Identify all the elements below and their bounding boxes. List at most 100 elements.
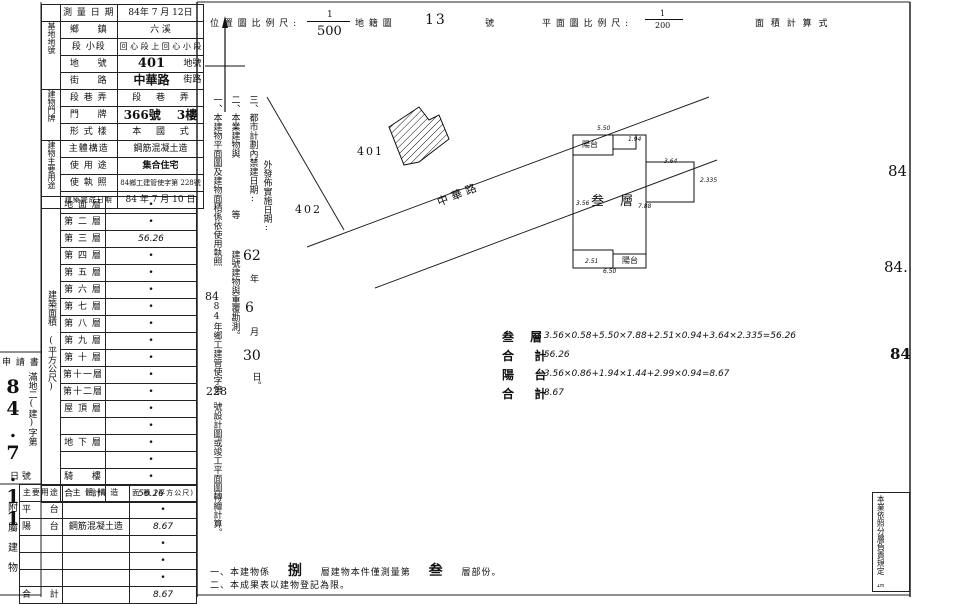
floor-area: • — [105, 349, 197, 367]
floor-area: 56.26 — [105, 230, 197, 248]
attach-area: • — [129, 535, 197, 553]
attach-use: 平 台 — [19, 501, 63, 519]
floor-label: 第 十 層 — [59, 349, 107, 367]
calc-line3-formula: : 3.56×0.86+1.94×1.44+2.99×0.94=8.67 — [538, 369, 730, 379]
dimension-label: 5.50 — [597, 125, 611, 132]
ban-date-year-unit: 年 — [250, 275, 260, 285]
table-row: 形 式 樣 本 國 式 — [42, 123, 205, 141]
map-sheet-suffix: 號 — [485, 19, 495, 29]
table-row: 平 台 • — [19, 501, 197, 519]
attach-area: 8.67 — [129, 518, 197, 536]
total-floors: 捌 — [287, 563, 303, 579]
plan-scale-num: 1 — [660, 9, 666, 18]
dimension-label: 6.50 — [603, 268, 617, 275]
table-row: • — [42, 417, 197, 435]
dimension-label: 1.94 — [628, 136, 642, 143]
building-footprint — [388, 106, 450, 166]
license-number: 84 — [205, 290, 219, 303]
dimension-label: 7.88 — [638, 203, 652, 210]
attach-structure — [61, 552, 131, 570]
col-header: 主要用途 — [19, 484, 63, 502]
row-label: 地 號 — [60, 55, 118, 73]
area-formula-label: 面 積 計 算 式 — [755, 19, 830, 29]
row-label: 使 用 途 — [60, 157, 118, 175]
usage: 集合住宅 — [116, 157, 205, 175]
table-row: 第 八 層• — [42, 315, 197, 333]
surveyed-floor: 叁 — [428, 563, 444, 579]
row-label: 鄉 鎮 — [60, 21, 118, 39]
floor-label — [59, 451, 107, 469]
section: 回 心 段 上 回 心 小 段 — [116, 38, 205, 56]
floor-area: • — [105, 468, 197, 486]
table-row: • — [42, 451, 197, 469]
group-label-land: 基地地號 — [41, 21, 61, 90]
street: 中華路 — [133, 73, 170, 88]
north-arrow-icon — [222, 16, 228, 28]
note-3: 三、都市計劃內禁建日期: — [247, 95, 258, 204]
row-label: 形 式 樣 — [60, 123, 118, 141]
floor-area: • — [105, 281, 197, 299]
group-label-misc: 建物主要用途 — [41, 140, 61, 209]
balcony-bottom-label: 陽台 — [622, 256, 638, 265]
attach-area: • — [129, 501, 197, 519]
footer-note-1-c: 層部份。 — [461, 568, 502, 578]
group-label-bldg: 建物門牌 — [41, 89, 61, 141]
plan-scale-label: 平 面 圖 比 例 尺 : — [542, 19, 630, 29]
road-edge-line — [306, 96, 710, 248]
table-row: 地 號 401 地號 — [42, 55, 205, 73]
row-label: 測 量 日 期 — [60, 4, 118, 22]
table-row: 基地地號 鄉 鎮 六 溪 — [41, 21, 205, 90]
note-2b: 等 — [229, 210, 240, 219]
attach-structure — [61, 501, 131, 519]
table-row: 測 量 日 期 84年 7 月 12日 — [41, 4, 205, 22]
plan-scale-den: 200 — [655, 21, 671, 30]
floor-area: • — [105, 451, 197, 469]
edge-mark: 84 — [888, 162, 908, 180]
table-row: • — [19, 535, 197, 553]
floor-area: • — [105, 298, 197, 316]
table-row: 門 牌 366號 3樓 — [42, 106, 205, 124]
calc-line2-formula: : 56.26 — [538, 350, 570, 360]
table-row: 第 五 層• — [42, 264, 197, 282]
floor-area: • — [105, 434, 197, 452]
location-scale-num: 1 — [327, 10, 333, 20]
table-row: 第 九 層• — [42, 332, 197, 350]
fraction-bar — [307, 21, 350, 22]
col-header: 面 積 (平方公尺) — [129, 484, 197, 502]
calc-line4-formula: : 8.67 — [538, 388, 564, 398]
note-1: 一、本建物平面圖及建物面積係依使用執照 — [211, 95, 222, 266]
calc-line3-label: 陽 台 — [502, 368, 547, 382]
map-sheet-no: 13 — [425, 12, 447, 28]
attach-area: • — [129, 552, 197, 570]
table-row: 第十一層• — [42, 366, 197, 384]
table-row: 第 七 層• — [42, 298, 197, 316]
row-label: 主體構造 — [60, 140, 118, 158]
attach-structure: 鋼筋混凝土造 — [61, 518, 131, 536]
table-row: • — [19, 552, 197, 570]
floor-area: • — [105, 264, 197, 282]
ban-date-month: 6 — [245, 300, 254, 316]
street-suffix: 街路 — [183, 75, 202, 85]
table-row: 地 下 層• — [42, 434, 197, 452]
lot-401-label: 401 — [357, 145, 384, 158]
calc-line2-label: 合 計 — [502, 349, 547, 363]
fraction-bar — [645, 19, 683, 20]
floor-area: • — [105, 196, 197, 214]
row-label: 街 路 — [60, 72, 118, 90]
application-side: 日 號 — [10, 472, 31, 482]
site-plan-svg — [205, 16, 718, 289]
attach-use: 陽 台 — [19, 518, 63, 536]
calc-line1-formula: : 3.56×0.58+5.50×7.88+2.51×0.94+3.64×2.3… — [538, 331, 797, 341]
ban-date-day-unit: 日。 — [250, 372, 261, 390]
ban-date-month-unit: 月 — [250, 328, 260, 338]
floor-label: 第 五 層 — [59, 264, 107, 282]
dimension-label: 2.335 — [700, 177, 718, 184]
floor-area: • — [105, 315, 197, 333]
survey-date: 84年 7 月 12日 — [116, 4, 205, 22]
row-label: 門 牌 — [60, 106, 118, 124]
structure: 鋼筋混凝土造 — [116, 140, 205, 158]
